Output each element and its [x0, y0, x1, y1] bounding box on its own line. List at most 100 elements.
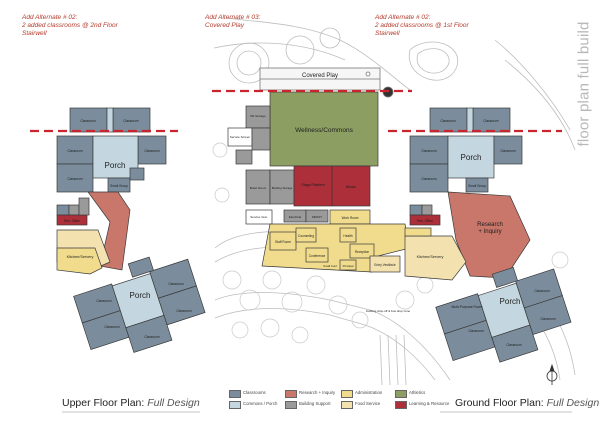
tree: [260, 318, 280, 338]
room-corridor-top-r: [466, 107, 474, 133]
label-conference: Conference: [309, 254, 326, 258]
covered-play-post: [365, 71, 371, 77]
ground-lower-wing: [435, 266, 572, 363]
label-classroom-13: Classroom: [144, 149, 160, 153]
upper-floor-caption: Upper Floor Plan: Full Design: [62, 397, 200, 409]
room-small-group-g: [491, 266, 518, 288]
label-classroom-15: Classroom: [104, 325, 120, 329]
tree: [231, 321, 249, 339]
label-classroom-7: Classroom: [540, 317, 556, 321]
site-parking-lines: [379, 334, 407, 386]
legend-label: Learning & Resource: [409, 401, 450, 406]
tree: [212, 142, 228, 158]
room-elec: [68, 204, 80, 216]
site-circle-4: [319, 27, 341, 49]
label-porch-upper: Porch: [105, 161, 126, 170]
room-health: [339, 227, 357, 243]
upper-lower-wing: [73, 256, 206, 353]
legend-swatch: [395, 401, 407, 409]
label-classroom-1: Classroom: [421, 177, 437, 181]
site-play-area-inner: [416, 48, 450, 74]
label-classroom-3: Classroom: [500, 149, 516, 153]
label-classroom-4: Classroom: [483, 119, 499, 123]
room-food-small: [404, 227, 432, 237]
room-classroom-18: [125, 314, 173, 353]
label-kitchen-ground: Kitchen/Servery: [417, 255, 444, 259]
alternate-note-3: Add Alternate # 03: Covered Play: [205, 14, 315, 30]
tree: [222, 270, 242, 290]
north-arrow-head: [549, 363, 555, 372]
label-classroom-12: Classroom: [123, 119, 139, 123]
site-play-area: [408, 41, 459, 81]
label-health: Health: [343, 234, 352, 238]
room-classroom-17: [157, 285, 206, 326]
label-res-office: Res. Office: [417, 219, 433, 223]
tree: [395, 290, 415, 310]
room-music: [331, 165, 371, 207]
room-gt: [56, 204, 70, 216]
label-electrical: Electrical: [289, 215, 302, 219]
room-kitchen-ground: [404, 235, 467, 281]
room-classroom-7: [523, 295, 572, 336]
alternate-note-text: Stairwell: [375, 30, 400, 37]
label-classroom-2: Classroom: [421, 149, 437, 153]
label-multi-purpose: Multi-Purpose Room: [452, 305, 483, 309]
site-circle-1: [228, 42, 270, 84]
room-reception: [349, 243, 375, 259]
legend-label: Administration: [355, 390, 383, 395]
label-mdf: MDF/IT: [312, 215, 322, 219]
alternate-note-2-ground: Add Alternate # 02: 2 added classrooms @…: [375, 14, 515, 38]
room-gt-r: [409, 204, 423, 216]
label-classroom-11: Classroom: [80, 119, 96, 123]
room-classroom-5: [429, 107, 468, 133]
legend-swatch: [395, 390, 407, 398]
room-classroom-11: [69, 107, 108, 133]
tree: [351, 311, 369, 329]
room-entry: [369, 255, 401, 273]
room-counseling: [295, 227, 317, 243]
tree: [551, 251, 569, 269]
room-support-a: [251, 127, 271, 151]
site-drop-zone-2: [214, 308, 436, 381]
covered-play-structure: [259, 67, 394, 98]
room-small-group-r: [465, 177, 489, 193]
room-classroom-4: [472, 107, 511, 133]
label-classroom-18: Classroom: [144, 335, 160, 339]
tree: [214, 187, 230, 203]
label-res-office-upper: Res. Office: [64, 219, 80, 223]
room-elec-r: [421, 204, 433, 216]
room-classroom-9: [56, 163, 94, 193]
label-covered-play: Covered Play: [302, 73, 338, 79]
label-principal: Principal: [343, 264, 354, 268]
room-support-b: [235, 149, 253, 165]
site-drop-zone: [214, 292, 451, 381]
legend-swatch: [341, 390, 353, 398]
site-circle-3: [285, 35, 315, 65]
room-classroom-3: [493, 135, 523, 165]
legend-label: Commons / Porch: [243, 401, 278, 406]
upper-floor-plan: [56, 107, 206, 353]
label-classroom-14: Classroom: [168, 282, 184, 286]
label-classroom-16: Classroom: [96, 299, 112, 303]
site-road-right-2: [494, 39, 571, 131]
label-inquiry: + Inquiry: [478, 229, 501, 235]
label-classroom-10: Classroom: [67, 149, 83, 153]
legend-swatch: [341, 401, 353, 409]
alternate-note-text: 2 added classrooms @ 1st Floor: [375, 22, 469, 29]
label-classroom-10g: Classroom: [468, 329, 484, 333]
label-entry: Entry Vestibule: [374, 263, 395, 267]
room-small-group-lower: [127, 256, 154, 278]
legend: Classrooms Research + Inquiry Administra…: [229, 389, 449, 415]
label-boiler: Boiler Room: [250, 186, 267, 190]
tree: [416, 276, 434, 294]
label-classroom-9: Classroom: [67, 177, 83, 181]
label-work: Work Room: [342, 216, 359, 220]
caption-label: Ground Floor Plan:: [455, 397, 544, 409]
site-circle-2: [236, 50, 262, 76]
label-pe-storage: PE Storage: [250, 114, 266, 118]
label-small-group: Small Group: [110, 184, 128, 188]
room-small-group: [107, 177, 131, 193]
label-wellness: Wellness/Commons: [295, 127, 353, 134]
room-service-vest: [245, 209, 273, 225]
room-research-upper: [87, 191, 131, 271]
